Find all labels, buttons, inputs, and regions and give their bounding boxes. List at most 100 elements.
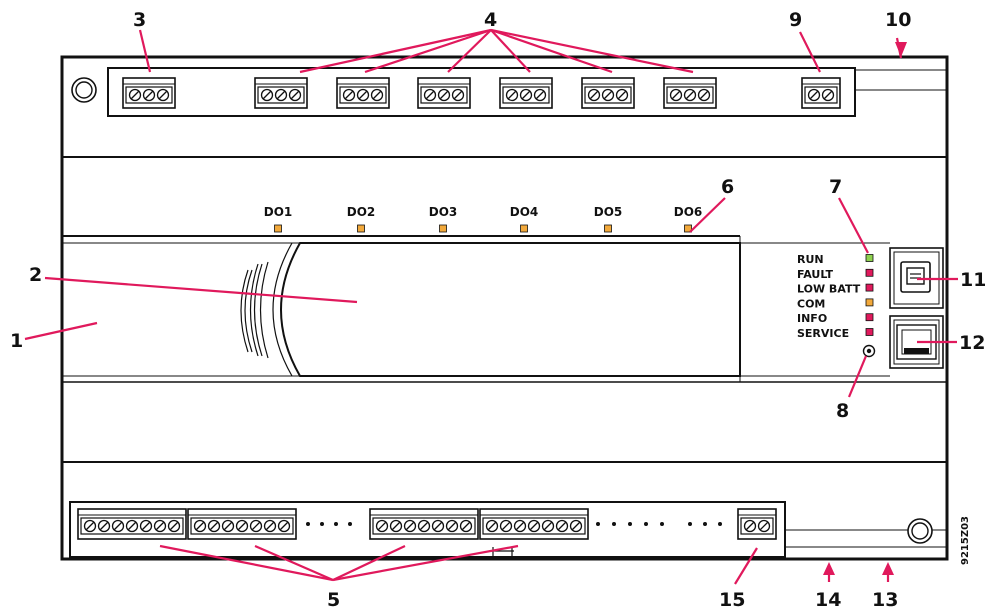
- do-label: DO3: [429, 205, 458, 219]
- service-button[interactable]: [862, 344, 876, 358]
- display-window-inner-edge: [272, 242, 293, 377]
- status-led-label: INFO: [797, 312, 827, 325]
- callout-14: 14: [815, 589, 841, 611]
- screw: [513, 519, 527, 533]
- screw: [403, 519, 417, 533]
- bottom-terminal-blocks: [77, 508, 777, 540]
- callout-15: 15: [719, 589, 745, 611]
- top-terminal-4: [417, 77, 471, 109]
- screw: [342, 88, 356, 102]
- status-led-label: FAULT: [797, 268, 834, 281]
- status-led-label: LOW BATT: [797, 283, 861, 296]
- do-led: [439, 224, 447, 233]
- screw: [519, 88, 533, 102]
- screw: [142, 88, 156, 102]
- screw: [431, 519, 445, 533]
- do-led: [357, 224, 365, 233]
- status-led: [865, 313, 874, 322]
- terminal-spacer-dots: [306, 522, 722, 526]
- screw: [743, 519, 757, 533]
- screw: [683, 88, 697, 102]
- screw: [167, 519, 181, 533]
- status-led-label: COM: [797, 297, 825, 310]
- do-led: [274, 224, 282, 233]
- do-label: DO5: [594, 205, 623, 219]
- screw: [533, 88, 547, 102]
- screw: [389, 519, 403, 533]
- callout-3: 3: [133, 9, 146, 31]
- screw: [375, 519, 389, 533]
- screw: [541, 519, 555, 533]
- screw: [370, 88, 384, 102]
- screw: [153, 519, 167, 533]
- top-terminal-2: [254, 77, 308, 109]
- screw: [97, 519, 111, 533]
- bottom-terminal-2: [187, 508, 297, 540]
- screw: [111, 519, 125, 533]
- callout-5: 5: [327, 589, 340, 611]
- display-window: [280, 242, 741, 377]
- callout-13: 13: [872, 589, 898, 611]
- screw: [221, 519, 235, 533]
- screw: [193, 519, 207, 533]
- top-terminal-8: [801, 77, 841, 109]
- leader-lines: [24, 28, 958, 585]
- screw: [587, 88, 601, 102]
- screw: [505, 88, 519, 102]
- screw: [527, 519, 541, 533]
- status-led: [865, 254, 874, 262]
- top-terminal-strip: [107, 67, 856, 117]
- screw: [423, 88, 437, 102]
- mounting-hole-top-left: [71, 77, 97, 103]
- screw: [669, 88, 683, 102]
- top-terminal-5: [499, 77, 553, 109]
- screw: [125, 519, 139, 533]
- do-label: DO1: [264, 205, 293, 219]
- document-id: 9215Z03: [960, 516, 971, 565]
- bottom-terminal-5: [737, 508, 777, 540]
- screw: [601, 88, 615, 102]
- top-terminal-6: [581, 77, 635, 109]
- callout-4: 4: [484, 9, 497, 31]
- screw: [417, 519, 431, 533]
- mounting-hole-bottom-right: [907, 518, 933, 544]
- top-terminal-1: [122, 77, 176, 109]
- screw: [459, 519, 473, 533]
- screw: [615, 88, 629, 102]
- do-led: [604, 224, 612, 233]
- screw: [807, 88, 821, 102]
- callout-11: 11: [960, 269, 985, 291]
- callout-2: 2: [29, 264, 42, 286]
- screw: [277, 519, 291, 533]
- callout-8: 8: [836, 400, 849, 422]
- top-terminal-3: [336, 77, 390, 109]
- screw: [274, 88, 288, 102]
- do-led: [520, 224, 528, 233]
- screw: [569, 519, 583, 533]
- screw: [207, 519, 221, 533]
- screw: [451, 88, 465, 102]
- screw: [356, 88, 370, 102]
- do-label: DO6: [674, 205, 703, 219]
- callout-7: 7: [829, 176, 842, 198]
- status-led-label: RUN: [797, 253, 824, 266]
- screw: [83, 519, 97, 533]
- callout-9: 9: [789, 9, 802, 31]
- screw: [499, 519, 513, 533]
- screw: [128, 88, 142, 102]
- screw: [249, 519, 263, 533]
- callout-1: 1: [10, 330, 23, 352]
- screw: [821, 88, 835, 102]
- screw: [757, 519, 771, 533]
- screw: [235, 519, 249, 533]
- callout-6: 6: [721, 176, 734, 198]
- screw: [697, 88, 711, 102]
- status-led-label: SERVICE: [797, 327, 849, 340]
- screw: [445, 519, 459, 533]
- status-led: [865, 268, 874, 277]
- bottom-terminal-4: [479, 508, 589, 540]
- do-led: [684, 224, 692, 233]
